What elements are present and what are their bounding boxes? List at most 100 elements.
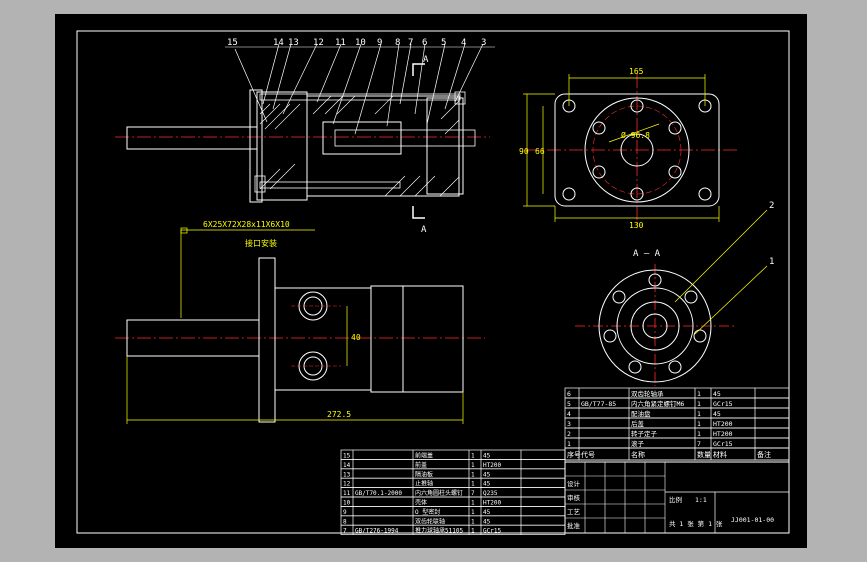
side-rear [402,285,464,393]
aa-view[interactable]: A — A 2 1 [575,201,774,386]
bom-left-cell: 前盖 [415,461,427,469]
bom-right-cell: 45 [713,390,721,398]
bom-left-cell: 13 [343,471,351,478]
bom-left-cell: 14 [343,462,351,469]
bom-right-header-cell: 备注 [757,450,771,459]
bom-left-cell: Q235 [483,490,498,497]
bom-right-cell: 2 [567,430,571,438]
balloon-10: 10 [355,38,366,48]
front-cover [256,91,308,201]
end-dimensions [523,74,720,222]
bom-right-cell: 1 [697,410,701,418]
bom-right-row [564,387,790,399]
balloon-12: 12 [313,38,324,48]
bom-left-cell: 45 [483,453,491,460]
hatch-housing [312,95,460,197]
dim-130: 130 [629,221,644,230]
end-bolt-circle [592,105,682,195]
bom-left-cell: 1 [471,453,475,460]
bom-right-cell: 1 [697,420,701,428]
end-shaft-hole [620,133,654,167]
side-rotor [370,285,404,393]
bom-right-cell: 滚子 [631,439,645,448]
bom-right-cell: 4 [567,410,571,418]
bom-right-cell: 1 [567,440,571,448]
internal-cavity [322,121,402,155]
bom-right-cell: 7 [697,440,701,448]
title-sheet: 共 1 张 第 1 张 [669,519,723,528]
bom-right-cell: 1 [697,390,701,398]
bom-left-cell: 45 [483,518,491,525]
bom-left-row [340,459,566,470]
title-scale: 1:1 [695,496,707,504]
bom-left-cell: 45 [483,509,491,516]
drawing-svg: 15 14 13 12 11 10 9 8 7 6 5 4 3 [76,30,790,535]
side-port-centers [291,305,341,367]
bom-left-cell: 1 [471,528,475,535]
inner-shaft [334,129,476,147]
bom-right-row [564,407,790,419]
hatch-front [259,103,301,190]
bolt-head-bottom [254,175,266,193]
bom-right-cell: 配油盘 [631,409,651,418]
section-letter-top: A [423,55,429,65]
aa-leaders [674,209,768,335]
aa-labels: 2 1 [769,201,774,267]
balloon-labels: 15 14 13 12 11 10 9 8 7 6 5 4 3 [227,38,486,48]
bom-left-cell: HT200 [483,500,501,507]
side-dimensions [126,227,464,424]
bom-left-cell: 内六角圆柱头螺钉 [415,489,463,497]
bom-right-header-cell: 代号 [581,450,595,459]
bom-right-row [564,417,790,429]
aa-outer [598,269,712,383]
drawing-sheet[interactable]: 15 14 13 12 11 10 9 8 7 6 5 4 3 [55,14,807,548]
aa-balloon-1: 1 [769,257,774,267]
bom-left-cell: 前端盖 [415,452,433,460]
bom-right-header-cell: 数量 [697,450,711,459]
side-ports [298,291,328,381]
bom-left-cell: 1 [471,471,475,478]
dim-90: 90 [519,147,529,156]
bom-right-header [564,447,790,461]
balloon-14: 14 [273,38,284,48]
bom-left-cell: 1 [471,518,475,525]
end-body-circle [584,97,690,203]
dim-circle: Ø 96.8 [621,130,650,140]
aa-balloon-2: 2 [769,201,774,211]
bom-right-cell: 45 [713,410,721,418]
bom-left-cell: 隔油板 [415,470,433,478]
bom-left-cell: 推力球轴承51105 [415,527,463,535]
bom-left-cell: 11 [343,490,351,497]
shaft [126,126,258,150]
bom-left-row [340,506,566,517]
balloon-8: 8 [395,38,400,48]
end-view[interactable]: 165 90 66 130 Ø 96.8 [519,67,740,230]
bom-left-cell: 12 [343,481,351,488]
section-mark-top [412,63,425,76]
bom-right-cell: 5 [567,400,571,408]
bom-left-cell: 壳体 [415,499,427,507]
balloon-7: 7 [408,38,413,48]
title-check: 审核 [567,493,581,502]
bom-right-header-cell: 名称 [631,450,645,459]
title-design: 设计 [567,479,581,488]
aa-stator [616,287,694,365]
bom-left-row [340,449,566,460]
balloon-11: 11 [335,38,346,48]
note-mount: 接口安装 [245,238,277,248]
side-view[interactable]: 40 272.5 6X25X72X28x11X6X10 接口安装 [115,220,485,424]
bom-left-cell: HT200 [483,462,501,469]
bom-right-cell: 内六角紧定螺钉M6 [631,399,684,408]
title-process: 工艺 [567,508,581,516]
bom-left-cell: 止推轴 [415,480,433,488]
bom-left-cell: GB/T276-1994 [355,528,399,535]
end-dimension-labels: 165 90 66 130 Ø 96.8 [519,67,650,230]
section-view[interactable]: 15 14 13 12 11 10 9 8 7 6 5 4 3 [115,38,495,235]
aa-rollers [603,273,707,374]
bom-right-cell: 1 [697,400,701,408]
rear-cover [426,97,464,195]
